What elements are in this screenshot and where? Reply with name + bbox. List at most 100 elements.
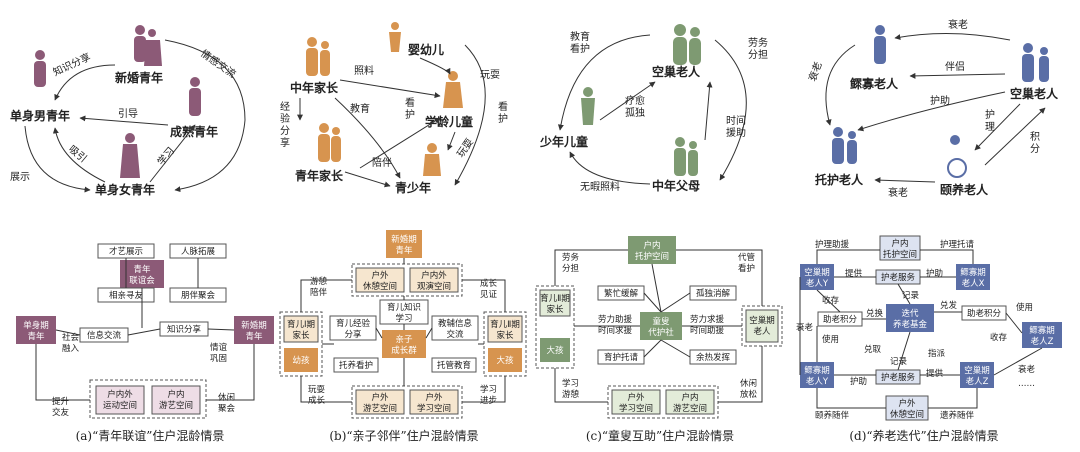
label-study-2: 进步 [480,396,497,406]
edge-label-aging2: 衰老 [806,60,825,83]
box-wx [956,264,990,290]
edge-label-watch-2: 护 [405,108,415,121]
box-knowledge-label: 知识分享 [167,324,202,335]
edge-label-watch2-2: 护 [498,112,508,125]
edge-arrow [79,115,169,126]
node-child: 少年儿童 [539,134,588,149]
edge-label-points-2: 分 [1030,143,1040,155]
box-exp [329,315,377,341]
box-center-label-1: 亲子 [395,334,413,345]
box-heat-label: 余热发挥 [696,352,731,363]
box-blind-label: 相亲寻友 [109,290,144,301]
box-wx-label-1: 鳏寡期 [960,267,986,278]
label-use2: 使用 [822,334,839,345]
edge-arrow [344,171,391,188]
label-care-1: 代管 [738,252,755,263]
node-widow: 鳏寡老人 [850,76,899,91]
box-center-label-1: 青年 [133,264,151,275]
label-help-in: 护理助援 [815,239,850,250]
node-youth-parent: 青年家长 [295,168,344,183]
box-l1-label-1: 育儿Ⅰ期 [287,319,315,330]
edge-label-labor-1: 劳务 [748,36,768,49]
edge-label-heal-2: 孤独 [625,106,645,119]
box-b2-label-2: 游艺空间 [673,403,707,414]
label-emotion-1: 情谊 [210,342,228,353]
edge-label-points-1: 积 [1030,131,1040,143]
label-receive: 收存 [822,295,840,306]
box-fund-label-1: 迭代 [901,308,919,319]
box-r-label-1: 空巢期 [749,315,775,326]
box-wz-label-2: 老人Z [1031,336,1054,347]
box-top-label-1: 新婚期 [391,234,417,245]
edge-arrow [874,177,936,184]
box-newlywed-label-2: 青年 [245,331,263,342]
box-center [382,330,426,358]
box-center [120,260,164,288]
label-play-2: 成长 [308,395,326,406]
edge-arrow [24,125,91,193]
edge-label-labor-2: 分担 [748,49,768,61]
label-with: 颐养随伴 [815,410,850,421]
edge-label-company: 伴侣 [945,60,965,73]
node-newlywed: 新婚青年 [115,70,163,85]
label-accompany-2: 陪伴 [310,287,328,298]
label-study-1: 学习 [562,378,579,389]
box-top [879,235,921,261]
label-accompany-1: 游憩 [310,276,328,287]
edge-label-aging1: 衰老 [948,18,968,31]
box-top-label-1: 户内 [891,238,908,249]
box-rest-label-1: 户外 [898,398,916,409]
label-help1-1: 劳力助援 [598,314,633,325]
box-center [640,312,682,340]
box-wz-label-1: 鳏寡期 [1029,325,1055,336]
label-help1-2: 时间求援 [598,325,633,336]
box-rest-label-1: 户外 [371,270,389,281]
box-l2-label: 幼孩 [292,355,310,366]
box-knowledge-label-1: 育儿知识 [387,302,421,313]
box-b2-label-1: 户外 [425,392,443,403]
label-study-1: 学习 [480,384,497,395]
diagram-youth-network: 才艺展示 人脉拓展 青年 联谊会 相亲寻友 朋伴聚会 单身期 青年 新婚期 青年… [16,243,274,443]
box-talent-label: 才艺展示 [109,246,143,257]
edge-label-busy: 无暇照料 [580,180,620,193]
person-figure-icon [581,24,701,176]
box-b1-label-2: 游艺空间 [363,403,397,414]
label-relax-1: 休闲 [740,378,757,389]
edge-arrow [894,32,1011,41]
label-dots: …… [1018,379,1035,389]
box-b2 [665,389,715,415]
box-top-label-2: 青年 [395,245,413,256]
box-network-label: 人脉拓展 [181,246,216,257]
box-fund-label-2: 养老基金 [893,319,928,330]
box-info-label-1: 教辅信息 [438,318,473,329]
panel-child-elder-top: 空巢老人 少年儿童 中年父母 教育 看护 劳务 分担 疗愈 孤独 时间 援助 无… [539,24,768,193]
edge-arrow [569,151,651,185]
edge-label-emotion: 情感交流 [198,47,238,81]
box-knowledge [379,299,429,325]
box-newlywed [234,316,274,344]
box-indoor-garden-label-1: 户内 [167,389,184,400]
label-aging: 衰老 [796,322,814,333]
panel-youth-network-top: 单身男青年 新婚青年 成熟青年 单身女青年 知识分享 情感交流 引导 吸引 展示… [10,25,246,197]
edge-label-exp-4: 享 [280,136,290,149]
box-knowledge-label-2: 学习 [395,313,412,324]
box-b2 [409,389,459,415]
caption-d: (d)“养老迭代”住户混龄情景 [849,428,998,443]
box-b1 [611,389,661,415]
box-r2 [488,348,522,372]
box-exp-label-2: 分享 [344,329,362,340]
box-l2 [540,338,570,362]
person-figure-icon [306,22,463,176]
box-b2-label-2: 学习空间 [417,403,451,414]
caption-c: (c)“童叟互助”住户混龄情景 [586,428,734,443]
box-b1-label-2: 学习空间 [619,403,653,414]
node-middle-parent: 中年家长 [290,80,339,95]
box-b1 [355,389,405,415]
edge-arrow [704,81,713,141]
box-rest-label-2: 休憩空间 [890,409,924,420]
label-relax-2: 放松 [740,389,758,400]
box-wy-label-1: 鳏寡期 [804,365,830,376]
edge-arrow [454,44,486,186]
box-b2-label-1: 户内 [681,392,698,403]
diagram-child-elder: 户内 托护空间 劳务 分担 代管 看护 育儿Ⅱ期 家长 大孩 繁忙缓解 孤独消解… [535,236,783,443]
